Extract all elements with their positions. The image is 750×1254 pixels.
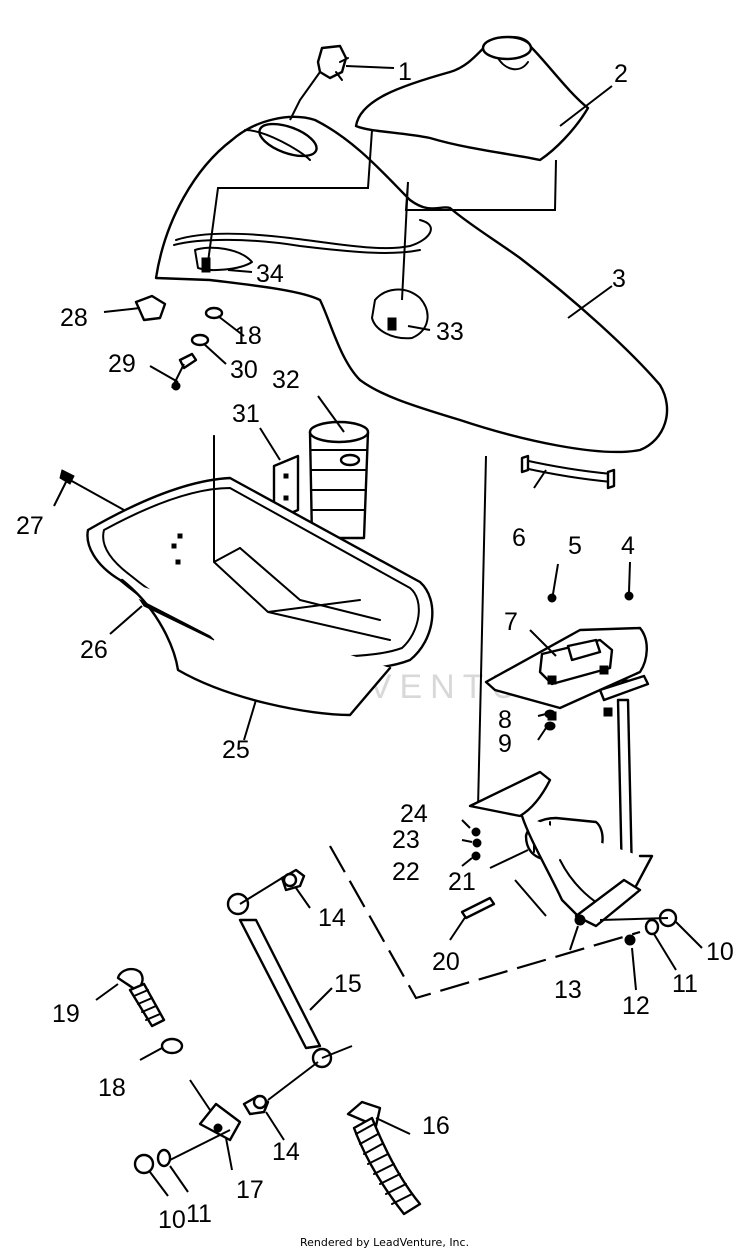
callout-33: 33 (436, 318, 464, 346)
assembly-lines-upper (207, 71, 557, 301)
callout-19: 19 (52, 1000, 80, 1028)
callout-4: 4 (621, 532, 635, 560)
part-33-fastener (387, 317, 397, 331)
part-25-storage-tray (86, 435, 434, 717)
callout-31: 31 (232, 400, 260, 428)
part-27-rivet (59, 469, 125, 511)
part-14-clip-upper (280, 868, 306, 892)
part-16-spring (321, 1045, 422, 1216)
part-10-nut-left (133, 1153, 155, 1175)
assembly-dashed-line (329, 845, 641, 1000)
part-30-washer (190, 333, 210, 347)
part-17-bracket (189, 1079, 242, 1142)
part-32-filler-neck (308, 420, 370, 540)
callout-10-right: 10 (706, 938, 734, 966)
callout-18-lower: 18 (98, 1074, 126, 1102)
part-19-bolt (116, 967, 166, 1028)
callout-34: 34 (256, 260, 284, 288)
part-26-strip (138, 598, 215, 641)
callout-1: 1 (398, 58, 412, 86)
callout-14-lower: 14 (272, 1138, 300, 1166)
callout-15: 15 (334, 970, 362, 998)
part-5-screw (547, 593, 557, 603)
part-3-hood (154, 115, 669, 454)
callout-26: 26 (80, 636, 108, 664)
part-31-bracket (272, 454, 300, 522)
part-13-pivot (574, 878, 642, 928)
callout-27: 27 (16, 512, 44, 540)
assembly-line-20 (514, 879, 547, 917)
callout-25: 25 (222, 736, 250, 764)
callout-17: 17 (236, 1176, 264, 1204)
callout-30: 30 (230, 356, 258, 384)
part-1-clip (316, 44, 349, 81)
callout-10-left: 10 (158, 1206, 186, 1234)
callout-12: 12 (622, 992, 650, 1020)
callout-14-upper: 14 (318, 904, 346, 932)
part-34-fastener (201, 257, 211, 273)
footer-credit: Rendered by LeadVenture, Inc. (300, 1236, 469, 1249)
part-11-washer-right (644, 918, 660, 936)
callout-5: 5 (568, 532, 582, 560)
callout-labels: 1 2 3 4 5 6 7 8 9 10 11 12 13 14 15 16 1… (16, 58, 734, 1234)
callout-6: 6 (512, 524, 526, 552)
leader-lines (53, 65, 703, 1197)
callout-11-right: 11 (672, 970, 698, 998)
callout-7: 7 (504, 608, 518, 636)
part-11-washer-left (156, 1148, 172, 1168)
callout-28: 28 (60, 304, 88, 332)
callout-3: 3 (612, 265, 626, 293)
part-18-washer-lower (160, 1037, 184, 1055)
callout-32: 32 (272, 366, 300, 394)
callout-13: 13 (554, 976, 582, 1004)
callout-23: 23 (392, 826, 420, 854)
part-7-control-box (484, 626, 650, 721)
part-12-bolt (624, 934, 636, 946)
part-4-screw (624, 591, 634, 601)
part-28-tab (134, 294, 167, 322)
part-6-strap (520, 454, 616, 490)
part-2-upper-cover (354, 35, 590, 162)
callout-16: 16 (422, 1112, 450, 1140)
callout-2: 2 (614, 60, 628, 88)
callout-22: 22 (392, 858, 420, 886)
part-8-nut (544, 709, 556, 719)
part-15-cable-rod (226, 877, 333, 1069)
callout-18-upper: 18 (234, 322, 262, 350)
part-20-pin (460, 896, 496, 920)
callout-29: 29 (108, 350, 136, 378)
callout-20: 20 (432, 948, 460, 976)
part-22-23-24-fasteners (471, 827, 482, 861)
callout-24: 24 (400, 800, 428, 828)
right-bolt-line (599, 917, 669, 921)
part-14-clip-lower (169, 1061, 319, 1161)
callout-21: 21 (448, 868, 476, 896)
callout-8: 8 (498, 706, 512, 734)
part-18-washer-upper (204, 306, 224, 320)
callout-11-left: 11 (186, 1200, 212, 1228)
callout-9: 9 (498, 730, 512, 758)
part-9-washer (544, 721, 556, 731)
part-29-screw (171, 352, 198, 391)
